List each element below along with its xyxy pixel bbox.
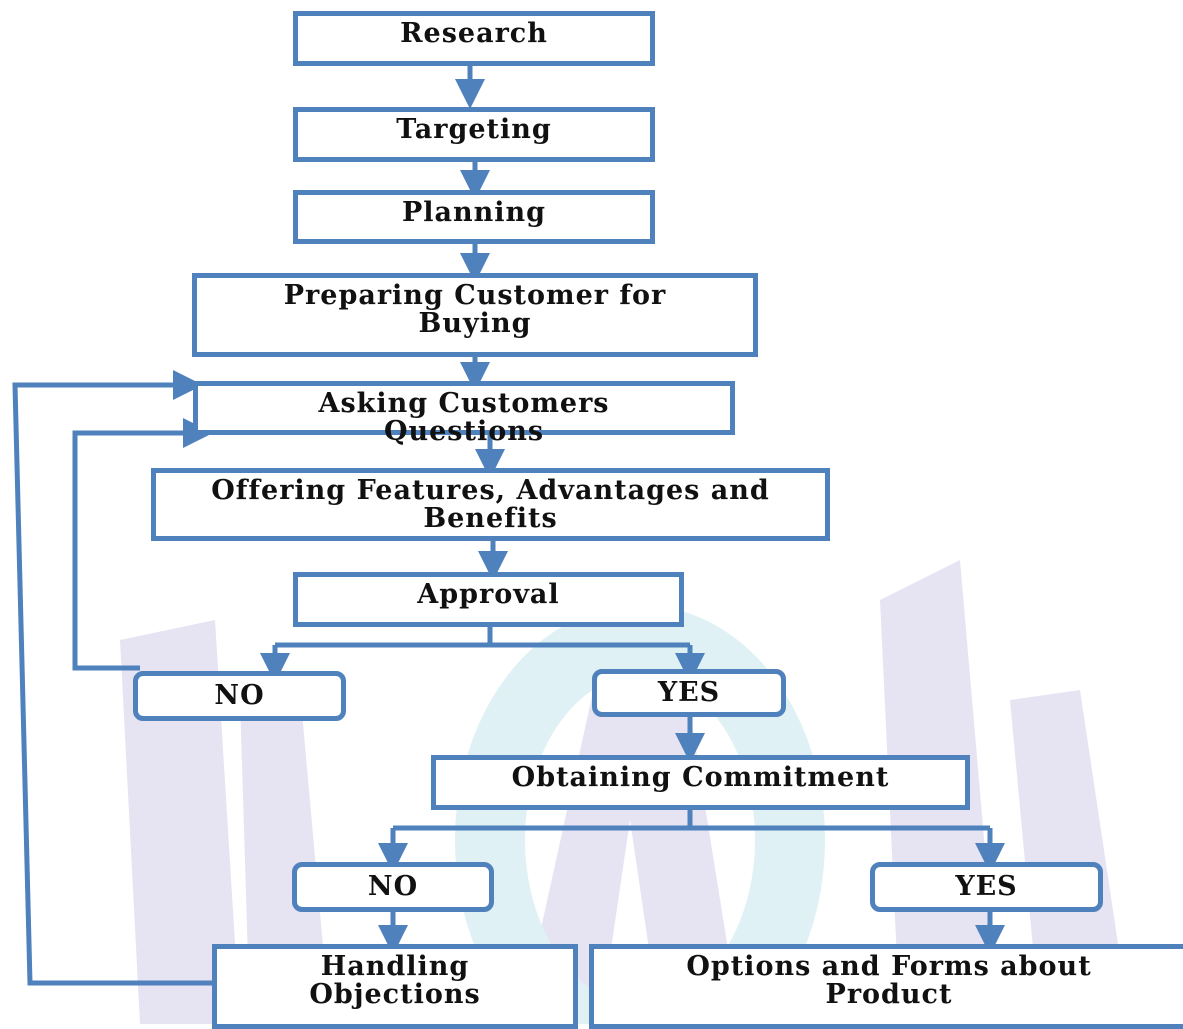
step-commitment: Obtaining Commitment: [431, 755, 970, 810]
step-options: Options and Forms about Product: [589, 944, 1183, 1029]
commitment-yes-label: YES: [955, 871, 1018, 902]
approval-no-box: NO: [133, 671, 346, 721]
step-options-label: Options and Forms about Product: [686, 951, 1092, 1010]
approval-yes-box: YES: [592, 669, 786, 717]
step-asking: Asking Customers Questions: [193, 381, 735, 446]
step-planning-label: Planning: [401, 197, 547, 228]
step-objections: Handling Objections: [212, 944, 578, 1029]
step-research-label: Research: [400, 18, 548, 49]
step-offering: Offering Features, Advantages and Benefi…: [151, 468, 830, 541]
commitment-no-label: NO: [367, 871, 419, 902]
step-approval-label: Approval: [417, 579, 560, 610]
step-preparing-label: Preparing Customer for Buying: [283, 280, 667, 339]
approval-yes-label: YES: [657, 677, 721, 708]
step-objections-label: Handling Objections: [309, 951, 481, 1010]
step-planning: Planning: [293, 190, 655, 244]
step-asking-label: Asking Customers Questions: [318, 388, 610, 447]
loop-objections-to-asking: [12, 370, 212, 986]
commitment-yes-box: YES: [870, 862, 1103, 912]
step-targeting: Targeting: [293, 107, 655, 162]
step-preparing: Preparing Customer for Buying: [192, 273, 758, 357]
step-commitment-label: Obtaining Commitment: [511, 762, 890, 793]
step-targeting-label: Targeting: [396, 114, 552, 145]
loop-no-to-asking: [72, 418, 213, 671]
step-research: Research: [293, 11, 655, 66]
approval-no-label: NO: [214, 680, 265, 711]
step-approval: Approval: [293, 572, 684, 627]
step-offering-label: Offering Features, Advantages and Benefi…: [211, 475, 770, 534]
commitment-no-box: NO: [292, 862, 494, 912]
